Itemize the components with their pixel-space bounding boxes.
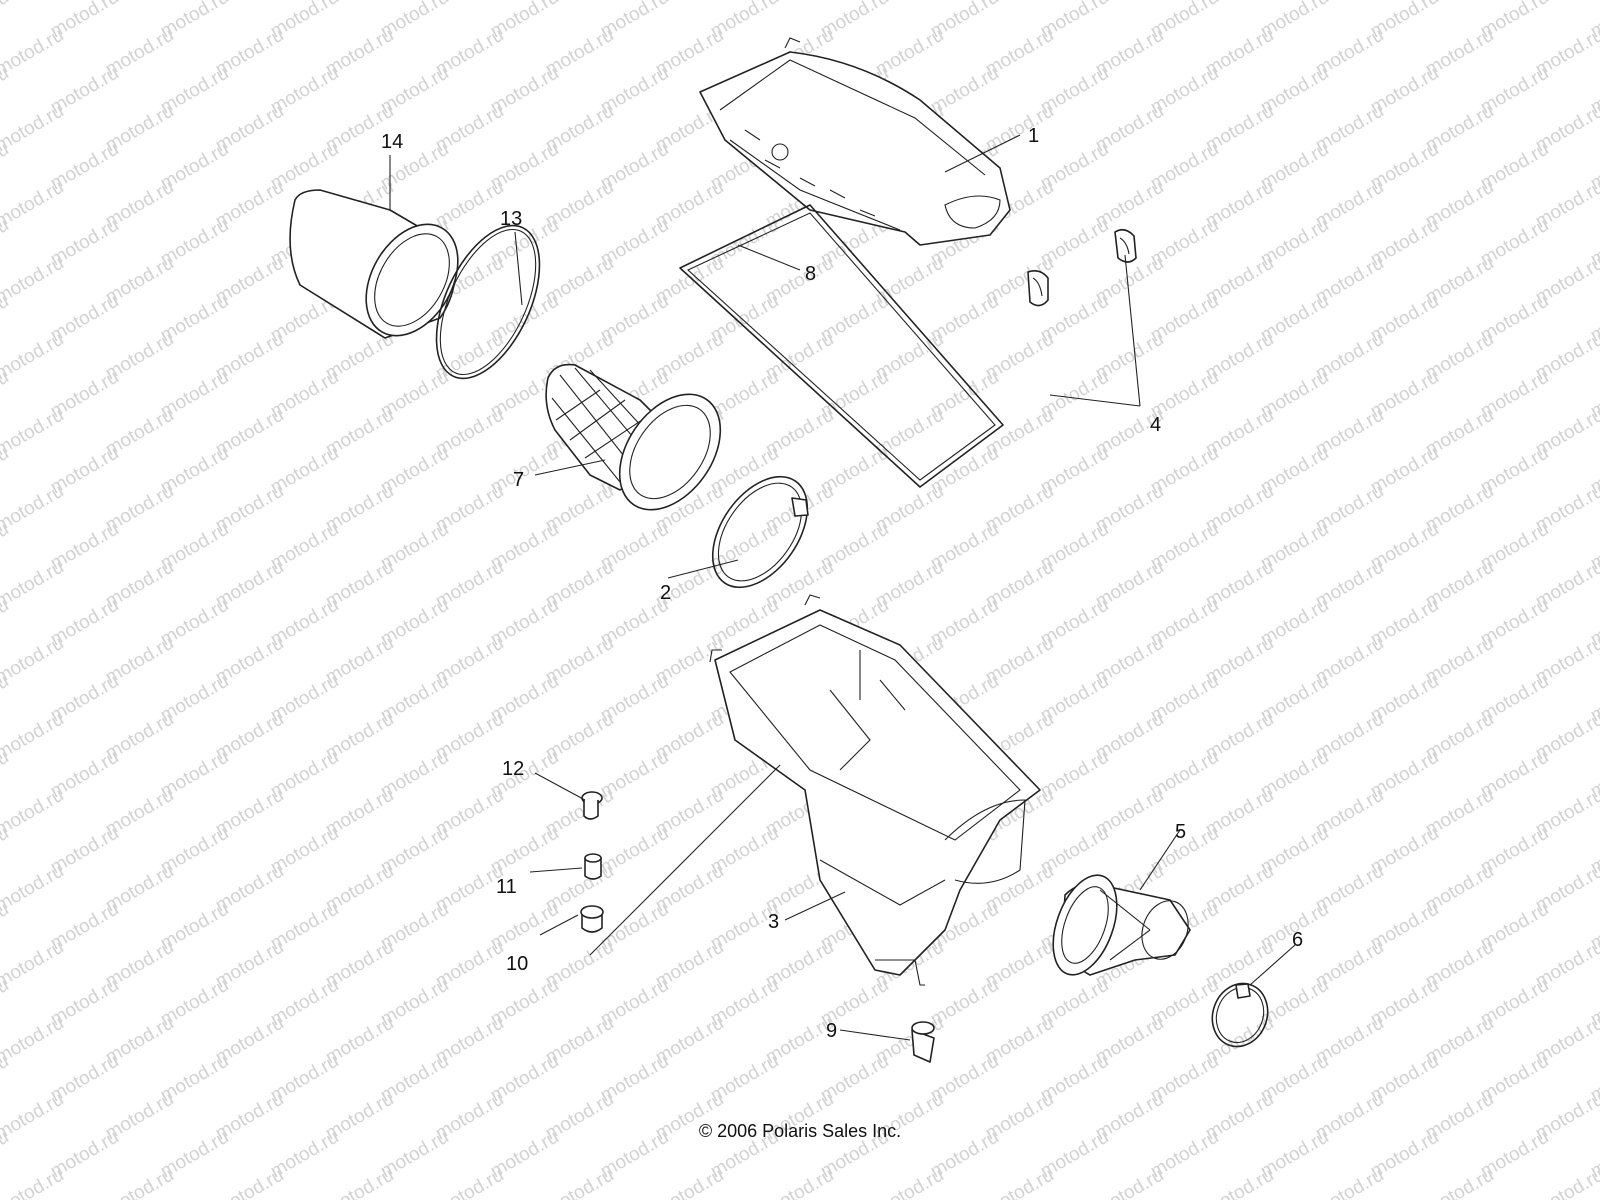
watermark-text: motod.ru — [0, 937, 67, 993]
callout-8: 8 — [805, 263, 816, 285]
watermark-text: motod.ru — [0, 1165, 67, 1200]
part-6-hose-clamp — [1211, 982, 1269, 1048]
watermark-text: motod.ru — [0, 557, 67, 613]
watermark-text: motod.ru — [762, 1165, 837, 1200]
watermark-text: motod.ru — [322, 1165, 397, 1200]
part-7-intake-tube — [545, 363, 722, 511]
callout-11: 11 — [496, 876, 517, 898]
watermark-text: motod.ru — [652, 1165, 727, 1200]
watermark-text: motod.ru — [0, 1013, 67, 1069]
callout-5: 5 — [1175, 821, 1186, 843]
watermark-text: motod.ru — [0, 253, 67, 309]
part-8-gasket-frame — [679, 204, 1004, 488]
watermark-text: motod.ru — [1532, 1165, 1600, 1200]
watermark-text: motod.ru — [102, 1165, 177, 1200]
callout-13: 13 — [500, 208, 522, 230]
watermark-text: motod.ru — [432, 1165, 507, 1200]
part-14-prefilter — [289, 189, 459, 339]
watermark-text: motod.ru — [0, 0, 12, 42]
watermark-text: motod.ru — [0, 329, 67, 385]
callout-10: 10 — [506, 953, 528, 975]
callout-numbers: 1 2 3 4 5 6 7 8 9 10 11 12 13 14 — [381, 125, 1303, 1042]
part-4-clips — [1027, 228, 1137, 307]
callout-12: 12 — [502, 758, 524, 780]
watermark-text: motod.ru — [1422, 1165, 1497, 1200]
watermark-text: motod.ru — [982, 1165, 1057, 1200]
watermark-text: motod.ru — [0, 481, 67, 537]
watermark-text: motod.ru — [0, 785, 67, 841]
callout-2: 2 — [660, 582, 671, 604]
part-13-o-ring — [435, 224, 541, 380]
watermark-text: motod.ru — [0, 25, 67, 81]
watermark-text: motod.ru — [0, 405, 67, 461]
watermark-text: motod.ru — [212, 1165, 287, 1200]
callout-1: 1 — [1028, 125, 1039, 147]
watermark-text: motod.ru — [0, 633, 67, 689]
part-1-airbox-cover — [699, 37, 1011, 246]
part-5-outlet-boot — [1052, 874, 1191, 976]
leader-lines — [389, 134, 1296, 1041]
callout-14: 14 — [381, 131, 403, 153]
watermark-text: motod.ru — [0, 861, 67, 917]
part-11-bushing — [584, 853, 602, 880]
part-10-grommet — [580, 905, 604, 933]
watermark-text: motod.ru — [1312, 1165, 1387, 1200]
watermark-text: motod.ru — [0, 101, 67, 157]
watermark-text: motod.ru — [542, 1165, 617, 1200]
watermark-text: motod.ru — [1202, 1165, 1277, 1200]
callout-6: 6 — [1292, 929, 1303, 951]
watermark-text: motod.ru — [872, 1165, 947, 1200]
part-3-airbox-base — [709, 594, 1041, 986]
watermark-text: motod.ru — [0, 709, 67, 765]
callout-7: 7 — [513, 469, 524, 491]
copyright-notice: © 2006 Polaris Sales Inc. — [698, 1121, 902, 1141]
watermark-text: motod.ru — [0, 177, 67, 233]
callout-9: 9 — [826, 1020, 837, 1042]
watermark-text: motod.ru — [1092, 1165, 1167, 1200]
callout-3: 3 — [768, 911, 779, 933]
callout-4: 4 — [1150, 414, 1161, 436]
part-9-drain-valve — [911, 1021, 935, 1063]
part-2-band-clamp — [711, 475, 809, 589]
